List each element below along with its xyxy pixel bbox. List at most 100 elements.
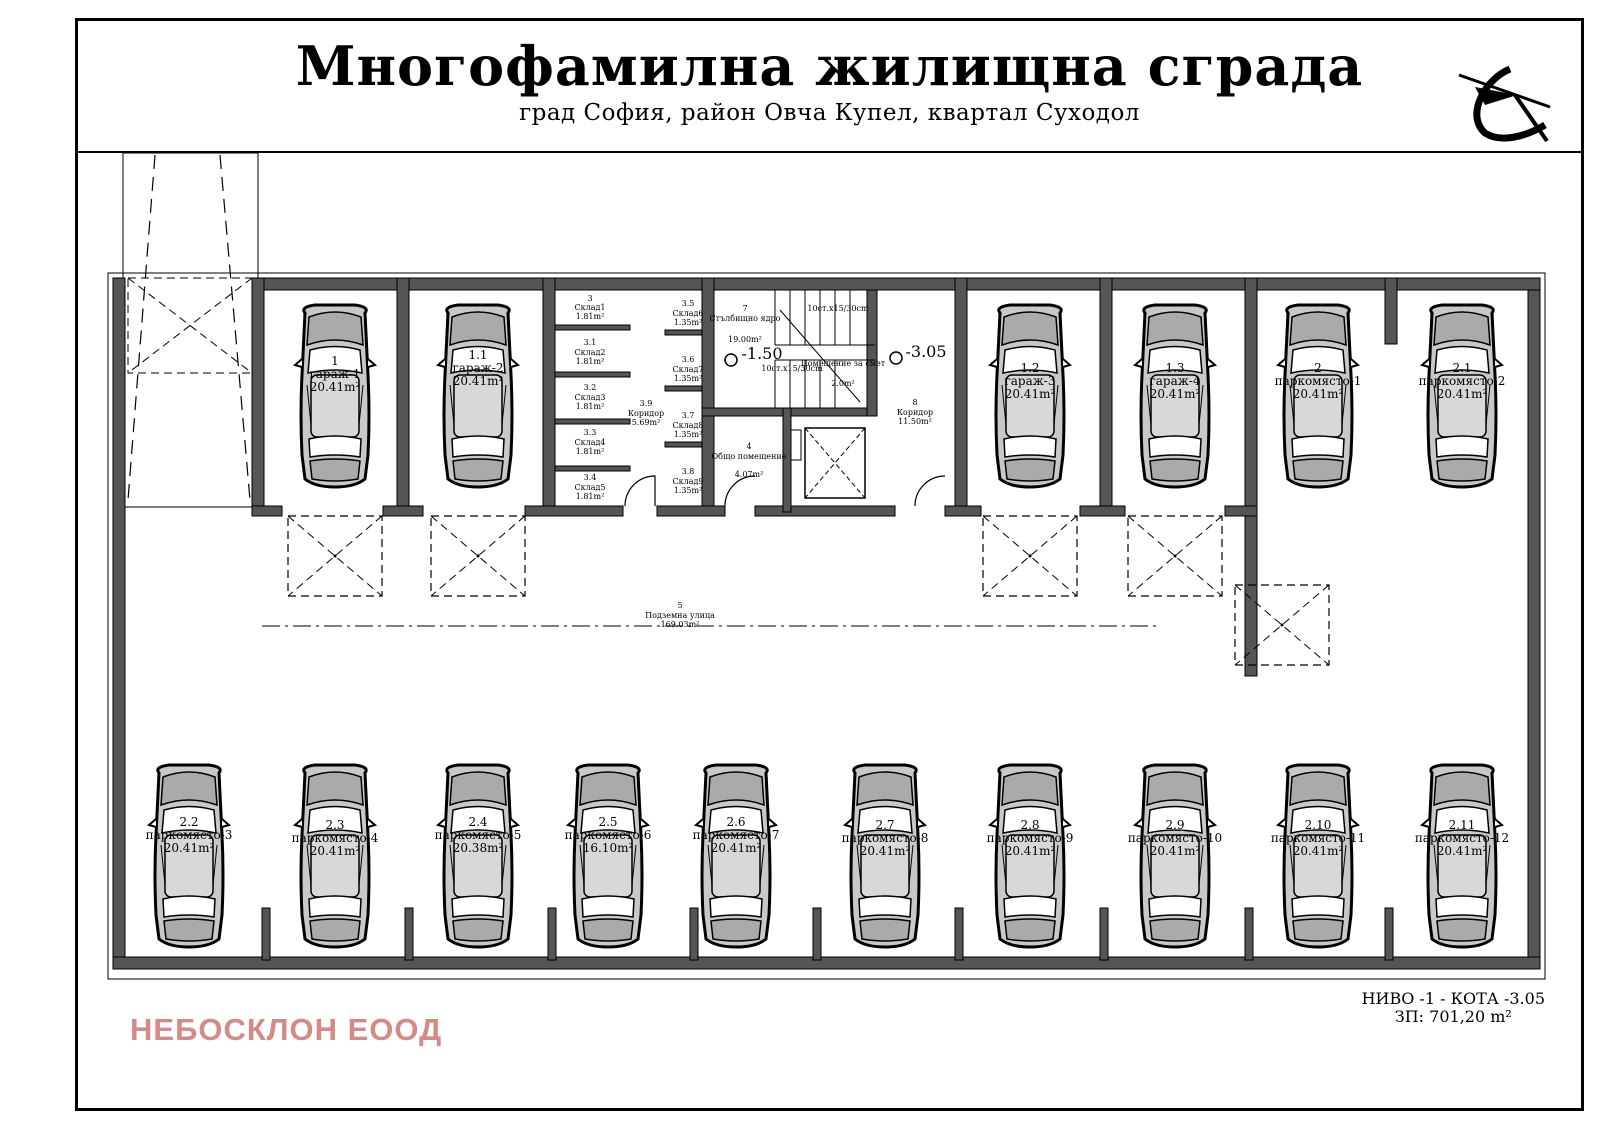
parking-name: паркомясто-3 — [146, 828, 233, 842]
room-name: Коридор — [628, 409, 664, 418]
column-icon — [1127, 515, 1223, 597]
parking-number: 2.2 — [179, 815, 198, 829]
parking-number: 2.6 — [726, 815, 745, 829]
room-number: 8 — [912, 398, 917, 407]
storage-number: 3.2 — [584, 383, 597, 392]
storage-name: Склад7 — [673, 365, 704, 374]
parking-area: 20.38m² — [453, 841, 504, 855]
storage-area: 1.81m² — [576, 492, 605, 501]
garage-name: гараж-1 — [309, 367, 360, 381]
column-icon — [430, 515, 526, 597]
parking-area: 20.41m² — [1437, 844, 1488, 858]
storage-name: Склад9 — [673, 477, 704, 486]
storage-area: 1.35m² — [674, 318, 703, 327]
parking-name: паркомясто-11 — [1271, 831, 1365, 845]
parking-area: 20.41m² — [1005, 844, 1056, 858]
entrance-ramp — [122, 152, 259, 508]
room-name: Общо помещение — [712, 452, 787, 461]
room-area: 19.00m² — [728, 335, 762, 344]
storage-area: 1.35m² — [674, 486, 703, 495]
garage-area: 20.41m² — [453, 374, 504, 388]
parking-number: 2.10 — [1305, 818, 1332, 832]
parking-name: паркомясто-5 — [435, 828, 522, 842]
garage-name: гараж-4 — [1149, 374, 1200, 388]
storage-number: 3.5 — [682, 299, 695, 308]
parking-name: паркомясто-12 — [1415, 831, 1509, 845]
parking-area: 20.41m² — [1293, 844, 1344, 858]
level-marker-icon — [889, 351, 903, 365]
company-name: НЕБОСКЛОН ЕООД — [130, 1012, 443, 1047]
room-area: 11.50m² — [898, 417, 932, 426]
garage-number: 1.3 — [1165, 361, 1184, 375]
stair-note: 10ст.х15/30cm — [807, 304, 869, 313]
level-info: НИВО -1 - КОТА -3.05 ЗП: 701,20 m² — [1362, 990, 1545, 1026]
storage-number: 3.4 — [584, 473, 597, 482]
column-icon — [982, 515, 1078, 597]
drawing-frame — [75, 18, 1584, 1111]
column-icon — [287, 515, 383, 597]
garage-name: гараж-2 — [452, 361, 503, 375]
room-number: 3.9 — [640, 399, 653, 408]
parking-area: 20.41m² — [1150, 844, 1201, 858]
parking-name: паркомясто-1 — [1275, 374, 1362, 388]
parking-number: 2.9 — [1165, 818, 1184, 832]
level-marker-icon — [724, 353, 738, 367]
room-name: Коридор — [897, 408, 933, 417]
level-line: НИВО -1 - КОТА -3.05 — [1361, 989, 1545, 1008]
parking-area: 20.41m² — [711, 841, 762, 855]
storage-number: 3.3 — [584, 428, 597, 437]
room-area: 4.07m² — [735, 470, 764, 479]
car-icon — [566, 763, 650, 949]
storage-area: 1.81m² — [576, 402, 605, 411]
garage-area: 20.41m² — [310, 380, 361, 394]
outline — [107, 272, 1546, 980]
walls — [112, 277, 1541, 970]
room-number: 5 — [677, 601, 682, 610]
parking-name: паркомясто-7 — [693, 828, 780, 842]
car-icon — [147, 763, 231, 949]
stair-note: 10ст.х15/30cm — [761, 364, 823, 373]
parking-number: 2.5 — [598, 815, 617, 829]
architect-logo-icon — [1458, 65, 1551, 143]
parking-area: 20.41m² — [860, 844, 911, 858]
garage-number: 1.2 — [1020, 361, 1039, 375]
parking-number: 2.3 — [325, 818, 344, 832]
storage-number: 3 — [587, 294, 592, 303]
car-icon — [436, 763, 520, 949]
storage-name: Склад6 — [673, 309, 704, 318]
parking-number: 2.11 — [1449, 818, 1476, 832]
parking-name: паркомясто-2 — [1419, 374, 1506, 388]
parking-area: 20.41m² — [164, 841, 215, 855]
parking-number: 2.8 — [1020, 818, 1039, 832]
room-name: Помещение за смет — [801, 359, 886, 368]
garage-number: 1 — [331, 354, 339, 368]
storage-area: 1.81m² — [576, 447, 605, 456]
storage-number: 3.1 — [584, 338, 597, 347]
area-line: ЗП: 701,20 m² — [1394, 1007, 1512, 1026]
storage-name: Склад5 — [575, 483, 606, 492]
storage-name: Склад3 — [575, 393, 606, 402]
garage-name: гараж-3 — [1004, 374, 1055, 388]
page-subtitle: град София, район Овча Купел, квартал Су… — [519, 100, 1140, 126]
parking-number: 2.7 — [875, 818, 894, 832]
room-number: 4 — [746, 442, 751, 451]
parking-name: паркомясто-4 — [292, 831, 379, 845]
storage-number: 3.6 — [682, 355, 695, 364]
car-icon — [694, 763, 778, 949]
doors — [624, 475, 946, 507]
garage-number: 1.1 — [468, 348, 487, 362]
parking-number: 2.1 — [1452, 361, 1471, 375]
parking-area: 20.41m² — [1293, 387, 1344, 401]
level-mark-text: -3.05 — [905, 342, 946, 361]
room-name: Стълбищно ядро — [710, 314, 781, 323]
page-title: Многофамилна жилищна сграда — [295, 34, 1364, 98]
storage-area: 1.35m² — [674, 374, 703, 383]
room-number: 7 — [742, 304, 747, 313]
staircase — [774, 290, 875, 408]
parking-name: паркомясто-8 — [842, 831, 929, 845]
storage-area: 1.81m² — [576, 357, 605, 366]
car-icon — [293, 303, 377, 489]
parking-name: паркомясто-9 — [987, 831, 1074, 845]
parking-area: 16.10m² — [583, 841, 634, 855]
